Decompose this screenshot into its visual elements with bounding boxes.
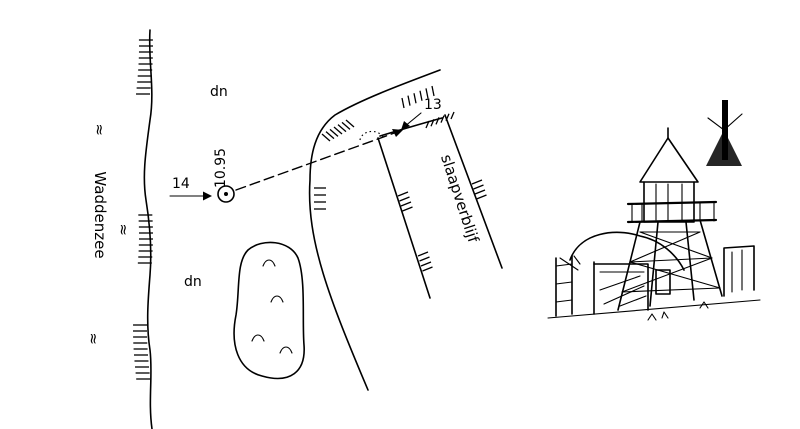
beacon-tower-illustration [547, 100, 761, 321]
wave-symbol-1: ≈ [90, 123, 108, 136]
wave-symbol-3: ≈ [84, 332, 102, 345]
building-plot [377, 111, 503, 299]
coastline [133, 29, 153, 429]
road-hatching [314, 85, 435, 210]
survey-point [217, 185, 235, 203]
plot-hatching [397, 111, 487, 272]
arrow-icon [169, 191, 212, 201]
point-14-label: 14 [172, 176, 190, 192]
sea-label: Waddenzee [91, 171, 109, 258]
coast-hatching [133, 39, 153, 380]
wave-symbol-2: ≈ [114, 223, 132, 236]
point-13-label: 13 [424, 97, 442, 113]
circle-dot-icon [217, 185, 235, 203]
pond [233, 241, 305, 380]
dune-label-top: dn [210, 84, 228, 100]
elevation-label: 10.95 [213, 148, 229, 188]
road [308, 69, 443, 391]
sight-line [235, 130, 401, 191]
dune-label-bottom: dn [184, 274, 202, 290]
arrow-icon-13 [401, 112, 422, 130]
